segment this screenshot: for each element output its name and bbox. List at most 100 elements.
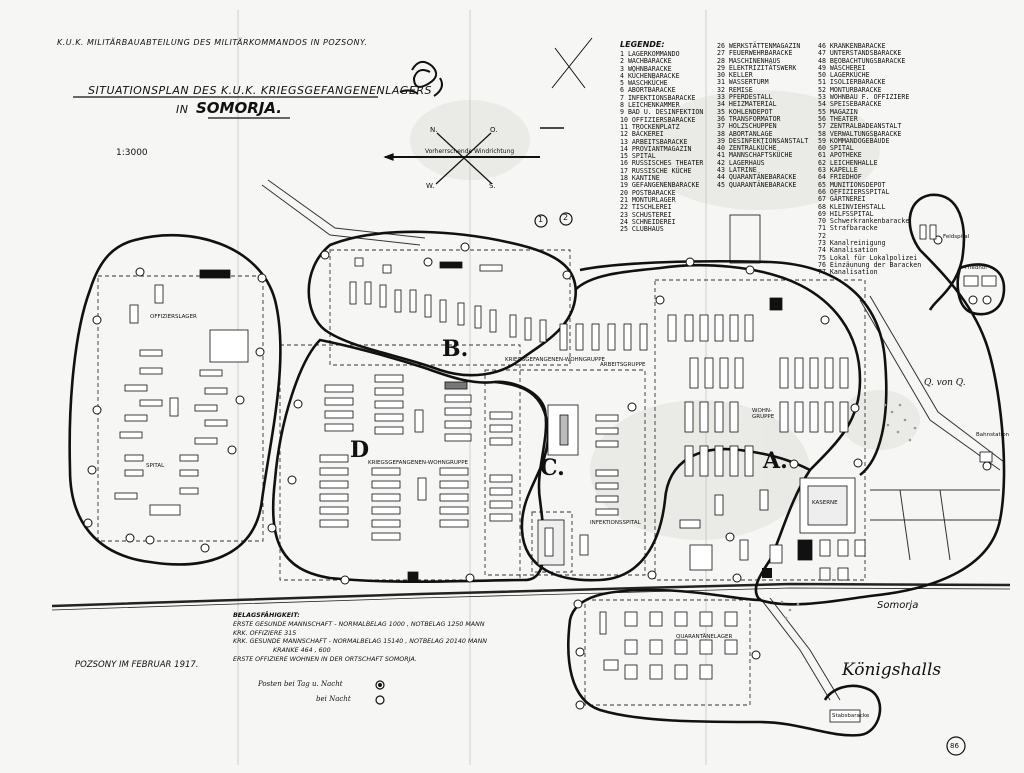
area-label-wohngruppe-d: KRIEGSGEFANGENEN-WOHNGRUPPE bbox=[368, 460, 468, 466]
legend-entry: 37 HOLZSCHUPPEN bbox=[717, 122, 777, 131]
area-label-friedhof: Friedhof bbox=[965, 265, 988, 271]
legend-entry: 15 SPITAL bbox=[620, 152, 656, 161]
pen-scribble bbox=[399, 37, 593, 129]
legend-entry: 19 GEFANGENENBARACKE bbox=[620, 181, 700, 190]
legend-entry: 21 MONTURLAGER bbox=[620, 195, 676, 204]
legend-entry: 71 Strafbaracke bbox=[818, 224, 878, 233]
plan-title: SITUATIONSPLAN DES K.U.K. KRIEGSGEFANGEN… bbox=[88, 84, 433, 97]
legend-entry: 43 LATRINE bbox=[717, 166, 757, 175]
guard-day-night-note: Posten bei Tag u. Nacht bbox=[258, 680, 343, 688]
quarantine-buildings bbox=[599, 611, 861, 723]
legend-entry: 8 LEICHENKAMMER bbox=[620, 101, 680, 110]
railway-line bbox=[51, 582, 1011, 611]
legend-entry: 34 HEIZMATERIAL bbox=[717, 100, 777, 109]
area-label-feldspital: Feldspital bbox=[943, 234, 970, 240]
legend-entry: 69 HILFSSPITAL bbox=[818, 209, 874, 218]
legend-entry: 33 PFERDESTALL bbox=[717, 93, 773, 102]
circle-number-1: 1 bbox=[538, 215, 544, 224]
legend-entry: 68 KLEINVIEHSTALL bbox=[818, 202, 886, 211]
legend-entry: 54 SPEISEBARACKE bbox=[818, 100, 882, 109]
legend-entry: 16 RUSSISCHES THEATER bbox=[620, 159, 704, 168]
legend-entry: 27 FEUERWEHRBARACKE bbox=[717, 49, 793, 58]
guard-symbol bbox=[375, 212, 966, 756]
title-prefix: IN bbox=[176, 103, 189, 116]
legend-entry: 48 BEOBACHTUNGSBARACKE bbox=[818, 56, 906, 65]
area-label-bahnstation: Bahnstation bbox=[976, 432, 1010, 438]
legend-entry: 53 WOHNBAU F. OFFIZIERE bbox=[818, 93, 910, 102]
title-underline bbox=[73, 96, 378, 119]
legend-entry: 25 CLUBHAUS bbox=[620, 225, 664, 234]
compass-west: W. bbox=[426, 182, 435, 190]
capacity-line-5: ERSTE OFFIZIERE WOHNEN IN DER ORTSCHAFT … bbox=[233, 655, 417, 663]
annex-buildings bbox=[919, 224, 997, 463]
legend-entry: 13 ARBEITSBARACKE bbox=[620, 137, 688, 146]
legend-entry: 24 SCHNEIDEREI bbox=[620, 217, 676, 226]
legend-entry: 58 VERWALTUNGSBARACKE bbox=[818, 129, 902, 138]
sector-b-buildings bbox=[349, 257, 648, 351]
roads bbox=[261, 179, 1005, 701]
legend-entry: 65 MUNITIONSDEPOT bbox=[818, 180, 886, 189]
legend-entry: 6 ABORTBARACKE bbox=[620, 86, 676, 95]
legend-entry: 60 SPITAL bbox=[818, 144, 854, 153]
legend-entry: 11 TROCKENPLATZ bbox=[620, 122, 680, 131]
circle-number-2: 2 bbox=[563, 213, 569, 222]
legend-entry: 67 GÄRTNEREI bbox=[818, 195, 866, 204]
legend-entry: 56 THEATER bbox=[818, 114, 858, 123]
legend-entry: 35 KOHLENDEPOT bbox=[717, 107, 773, 116]
legend-entry: 57 ZENTRALBADEANSTALT bbox=[818, 122, 902, 131]
compass-east: O. bbox=[490, 126, 498, 134]
legend-entry: 75 Lokal für Lokalpolizei bbox=[818, 253, 918, 262]
legend-entry: 30 KELLER bbox=[717, 71, 753, 80]
legend-entry: 38 ABORTANLAGE bbox=[717, 129, 773, 138]
legend-entry: 26 WERKSTÄTTENMAGAZIN bbox=[717, 42, 801, 50]
legend-entry: 62 LEICHENHALLE bbox=[818, 158, 878, 167]
area-label-stabsbaracke: Stabsbaracke bbox=[832, 713, 870, 719]
legend-entry: 1 LAGERKOMMANDO bbox=[620, 50, 680, 58]
capacity-line-1: ERSTE GESUNDE MANNSCHAFT - NORMALBELAG 1… bbox=[233, 620, 485, 628]
legend-entry: 17 RUSSISCHE KÜCHE bbox=[620, 166, 692, 175]
legend-entry: 49 WÄSCHEREI bbox=[818, 63, 866, 72]
handwritten-signature: Königshalls bbox=[842, 660, 942, 680]
legend-entry: 31 WASSERTURM bbox=[717, 78, 769, 87]
legend-entry: 45 QUARANTÄNEBARACKE bbox=[717, 180, 797, 189]
legend-entry: 32 REMISE bbox=[717, 85, 753, 94]
legend-entry: 9 BAD U. DESINFEKTION bbox=[620, 108, 704, 117]
legend-entry: 3 WOHNBARACKE bbox=[620, 64, 672, 73]
sector-c-buildings bbox=[537, 404, 619, 566]
legend-entry: 7 INFEKTIONSBARACKE bbox=[620, 93, 696, 102]
legend-entry: 36 TRANSFORMATOR bbox=[717, 114, 781, 123]
legend-entry: 29 ELEKTRIZITÄTSWERK bbox=[717, 63, 797, 72]
capacity-notes: BELAGSFÄHIGKEIT: ERSTE GESUNDE MANNSCHAF… bbox=[233, 612, 487, 665]
legend-entry: 39 DESINFEKTIONSANSTALT bbox=[717, 136, 809, 145]
left-camp-buildings bbox=[114, 269, 249, 516]
legend-entry: 10 OFFIZIERSBARACKE bbox=[620, 115, 696, 124]
legend-entry: 63 KAPELLE bbox=[818, 166, 858, 175]
area-label-infektion: INFEKTIONSSPITAL bbox=[590, 520, 641, 526]
legend-entry: 51 ISOLIERBARACKE bbox=[818, 78, 886, 87]
legend-entry: 50 LAGERKÜCHE bbox=[818, 71, 870, 80]
legend-entry: 23 SCHUSTEREI bbox=[620, 210, 672, 219]
garden-texture bbox=[780, 403, 917, 620]
legend-entry: 64 FRIEDHOF bbox=[818, 173, 862, 182]
map-scale: 1:3000 bbox=[116, 148, 148, 158]
area-label-offizierslager: OFFIZIERSLAGER bbox=[150, 314, 197, 320]
legend-entry: 2 WACHBARACKE bbox=[620, 57, 672, 66]
legend-title: LEGENDE: bbox=[620, 40, 665, 49]
zone-c-label: C. bbox=[540, 455, 565, 481]
legend-entry: 55 MAGAZIN bbox=[818, 107, 858, 116]
guard-night-note: bei Nacht bbox=[316, 695, 351, 703]
zone-b-label: B. bbox=[442, 336, 469, 362]
town-label: Somorja bbox=[877, 600, 919, 611]
capacity-line-2: KRK. OFFIZIERE 315 bbox=[233, 629, 297, 637]
area-label-wohngruppe-b: KRIEGSGEFANGENEN-WOHNGRUPPE bbox=[505, 357, 605, 363]
compass-south: S. bbox=[489, 182, 496, 190]
compass-rose bbox=[383, 132, 540, 185]
legend-entry: 74 Kanalisation bbox=[818, 246, 878, 255]
legend-entry: 28 MASCHINENHAUS bbox=[717, 56, 781, 65]
legend-entry: 66 OFFIZIERSSPITAL bbox=[818, 187, 890, 196]
legend-entry: 20 POSTBARACKE bbox=[620, 188, 676, 197]
